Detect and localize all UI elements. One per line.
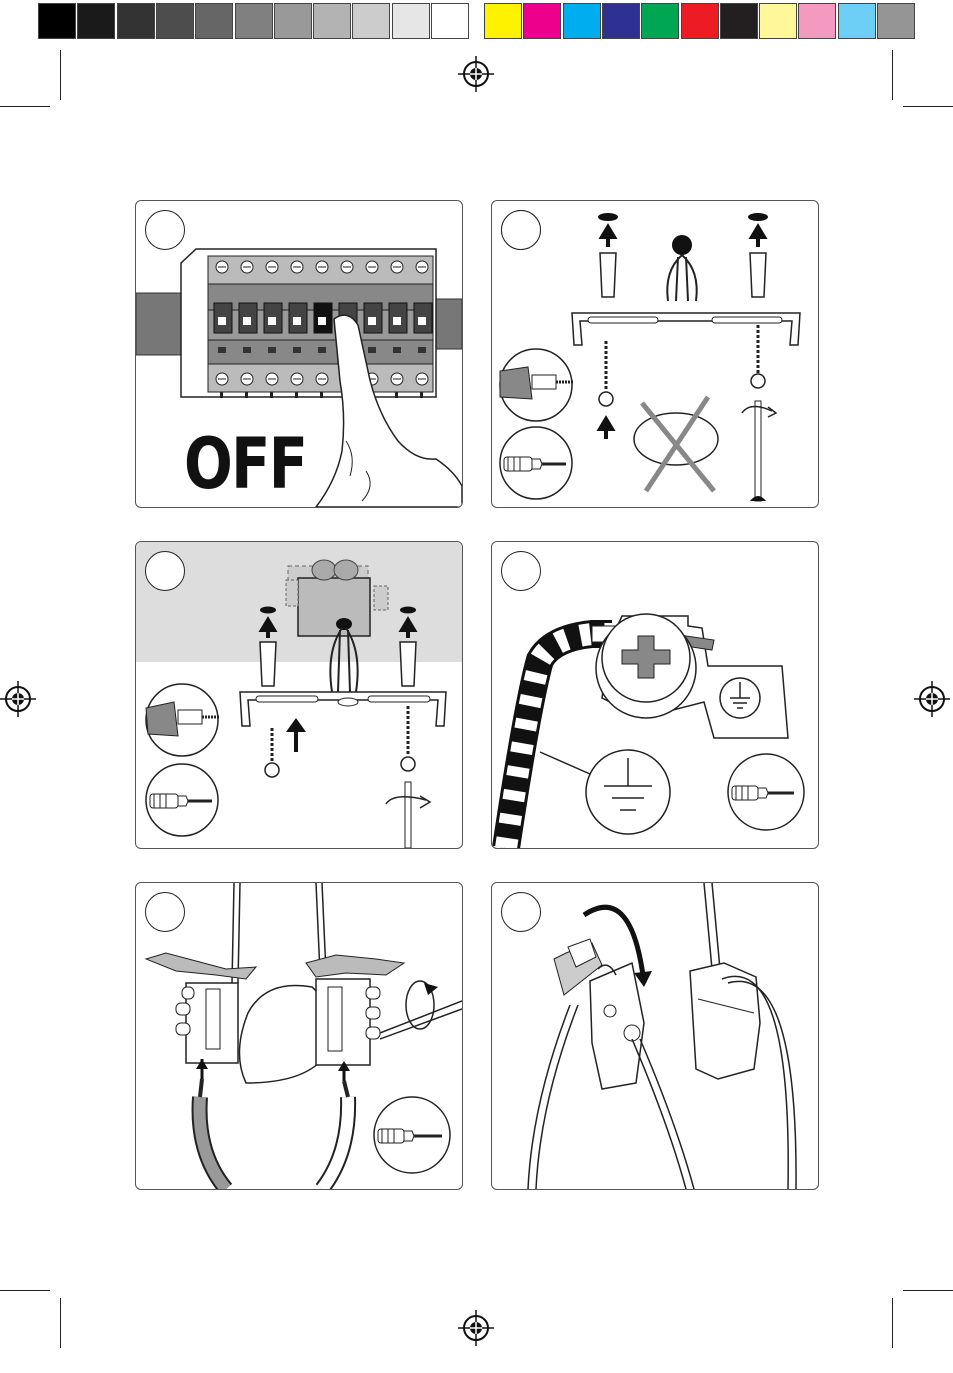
gray-swatch bbox=[156, 3, 194, 39]
color-swatch bbox=[798, 3, 836, 39]
color-swatch bbox=[523, 3, 561, 39]
color-swatch bbox=[877, 3, 915, 39]
color-swatch bbox=[759, 3, 797, 39]
step-6-panel bbox=[491, 882, 819, 1190]
gray-swatch bbox=[431, 3, 469, 39]
gray-swatch bbox=[38, 3, 76, 39]
color-swatch bbox=[838, 3, 876, 39]
step-4-panel bbox=[491, 541, 819, 849]
gray-swatch bbox=[77, 3, 115, 39]
color-calibration-bar bbox=[0, 0, 953, 45]
step-number-badge bbox=[145, 210, 185, 250]
registration-mark-right bbox=[914, 681, 950, 721]
drill-hole-mark-left bbox=[598, 213, 618, 221]
registration-mark-bottom bbox=[458, 1310, 494, 1350]
gray-swatch bbox=[117, 3, 155, 39]
off-label: OFF bbox=[184, 429, 306, 499]
color-swatch bbox=[563, 3, 601, 39]
gray-swatch bbox=[352, 3, 390, 39]
gray-swatch bbox=[313, 3, 351, 39]
drill-hole-mark-right bbox=[748, 213, 768, 221]
gray-swatch bbox=[235, 3, 273, 39]
gray-swatch bbox=[274, 3, 312, 39]
registration-mark-left bbox=[0, 681, 36, 721]
step-number-badge bbox=[501, 892, 541, 932]
earth-connection-illustration bbox=[492, 542, 818, 848]
color-swatch bbox=[720, 3, 758, 39]
color-swatch bbox=[484, 3, 522, 39]
step-5-panel bbox=[135, 882, 463, 1190]
mounting-bracket-illustration bbox=[492, 201, 818, 507]
step-number-badge bbox=[145, 892, 185, 932]
color-swatch bbox=[681, 3, 719, 39]
color-swatch bbox=[602, 3, 640, 39]
step-number-badge bbox=[501, 551, 541, 591]
color-swatch bbox=[641, 3, 679, 39]
step-number-badge bbox=[145, 551, 185, 591]
step-3-panel bbox=[135, 541, 463, 849]
step-1-panel: OFF bbox=[135, 200, 463, 508]
gray-swatch bbox=[195, 3, 233, 39]
step-2-panel bbox=[491, 200, 819, 508]
junction-box-bracket-illustration bbox=[136, 542, 462, 848]
gray-swatch bbox=[392, 3, 430, 39]
connector-cover-illustration bbox=[492, 883, 818, 1189]
registration-mark-top bbox=[458, 56, 494, 96]
terminal-wiring-illustration bbox=[136, 883, 462, 1189]
